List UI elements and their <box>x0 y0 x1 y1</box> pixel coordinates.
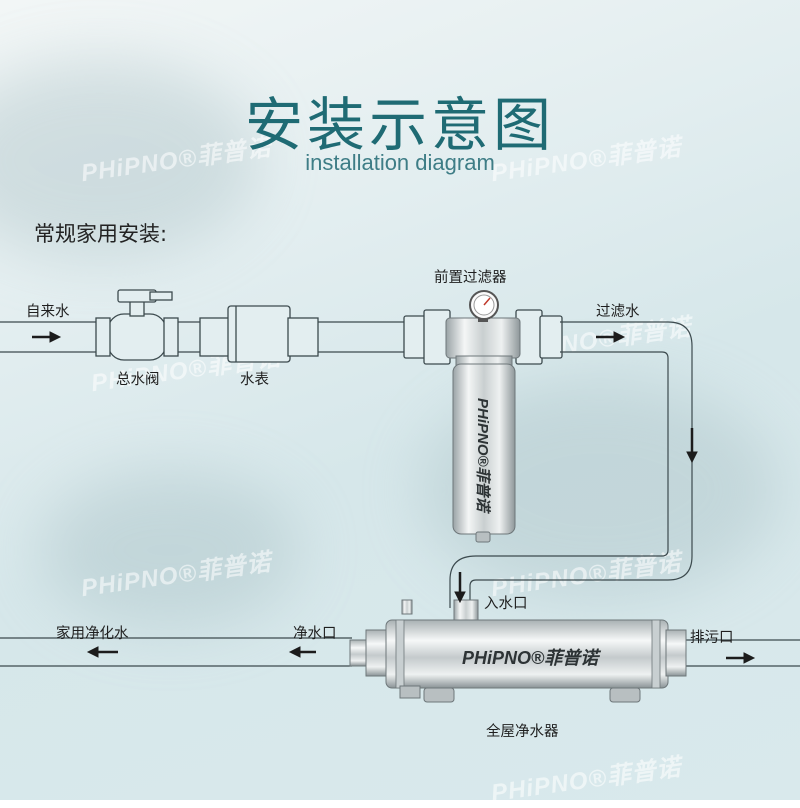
leaf-shadow <box>40 470 300 630</box>
drain-flow-arrow-right <box>726 652 756 664</box>
flow-arrows <box>32 331 756 664</box>
pre-filter <box>445 290 521 543</box>
section-heading: 常规家用安装: <box>34 222 168 246</box>
label-water-meter: 水表 <box>240 372 269 388</box>
label-drain-port: 排污口 <box>690 630 734 646</box>
label-household-water: 家用净化水 <box>56 626 129 642</box>
page-subtitle: installation diagram <box>305 150 495 175</box>
filtered-water-pipe <box>449 321 693 608</box>
label-water-inlet-port: 入水口 <box>484 596 528 612</box>
leaf-shadow <box>0 60 260 260</box>
label-inlet-water: 自来水 <box>26 304 70 320</box>
whole-house-purifier <box>349 599 687 703</box>
purifier-brand-mark: PHiPNO®菲普诺 <box>462 648 601 668</box>
pre-filter-brand-mark: PHiPNO®菲普诺 <box>474 398 491 515</box>
purified-water-pipe <box>0 637 352 667</box>
filtered-flow-arrow-right <box>596 331 626 343</box>
purified-flow-arrow-left <box>288 646 316 658</box>
label-whole-house-purifier: 全屋净水器 <box>486 724 559 740</box>
water-meter <box>199 305 319 363</box>
drain-pipe <box>684 639 800 667</box>
label-main-valve: 总水阀 <box>116 372 160 388</box>
label-pre-filter: 前置过滤器 <box>434 270 507 286</box>
filtered-flow-arrow-down <box>686 428 698 464</box>
household-flow-arrow-left <box>86 646 118 658</box>
label-purified-outlet-port: 净水口 <box>293 626 337 642</box>
main-valve <box>95 289 179 361</box>
inlet-port-arrow-down <box>454 572 466 604</box>
label-filtered-water: 过滤水 <box>596 304 640 320</box>
page-title: 安装示意图 <box>244 91 555 159</box>
inlet-flow-arrow <box>32 331 62 343</box>
